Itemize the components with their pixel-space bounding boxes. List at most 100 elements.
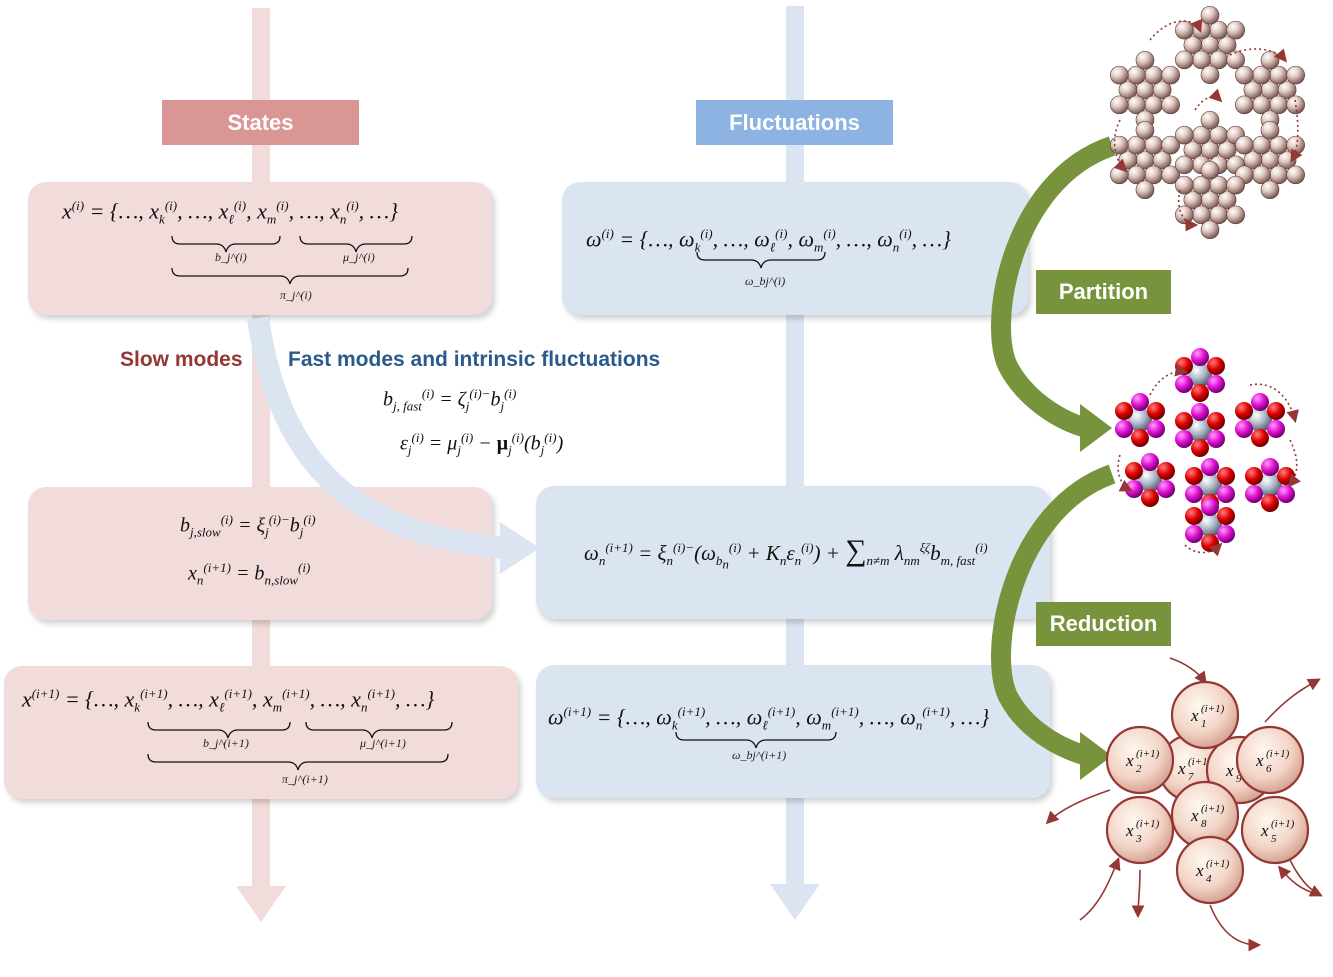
fluct-update-eq: ωn(i+1) = ξn(i)−(ωbn(i) + Knεn(i)) + ∑n≠… bbox=[584, 534, 988, 572]
ligand-atom bbox=[1245, 467, 1263, 485]
slow-x-eq: xn(i+1) = bn,slow(i) bbox=[188, 560, 311, 588]
atom bbox=[1110, 95, 1129, 115]
node-label-superscript: (i+1) bbox=[1188, 756, 1212, 768]
ligand-atom bbox=[1207, 430, 1225, 448]
ligand-atom bbox=[1191, 384, 1209, 402]
ligand-atom bbox=[1267, 402, 1285, 420]
states-header: States bbox=[162, 100, 359, 145]
atom bbox=[1152, 80, 1172, 100]
ligand-atom bbox=[1175, 430, 1193, 448]
ligand-atom bbox=[1185, 525, 1203, 543]
ligand-atom bbox=[1217, 467, 1235, 485]
ligand-atom bbox=[1277, 485, 1295, 503]
atom bbox=[1152, 150, 1172, 170]
atom bbox=[1217, 190, 1237, 210]
node-label: x bbox=[1195, 861, 1204, 880]
atom bbox=[1217, 35, 1237, 55]
ligand-atom bbox=[1251, 393, 1269, 411]
partition-arrow bbox=[991, 136, 1116, 438]
ligand-atom bbox=[1191, 403, 1209, 421]
brace-b-i: b_j^(i) bbox=[215, 250, 247, 264]
ligand-atom bbox=[1201, 458, 1219, 476]
external-arrow bbox=[1131, 869, 1145, 919]
ligand-atom bbox=[1125, 462, 1143, 480]
atom bbox=[1226, 20, 1245, 40]
ligand-atom bbox=[1175, 375, 1193, 393]
atom bbox=[1260, 120, 1280, 140]
atom bbox=[1175, 50, 1194, 70]
ligand-atom bbox=[1217, 485, 1235, 503]
node-label-superscript: (i+1) bbox=[1266, 748, 1290, 760]
ligand-atom bbox=[1115, 420, 1133, 438]
partition-tag: Partition bbox=[1036, 270, 1171, 314]
atom bbox=[1183, 140, 1203, 160]
node-label-superscript: (i+1) bbox=[1271, 818, 1295, 830]
node-label-superscript: (i+1) bbox=[1201, 803, 1225, 815]
fast-modes-label: Fast modes and intrinsic fluctuations bbox=[288, 348, 661, 371]
node-label-superscript: (i+1) bbox=[1206, 858, 1230, 870]
atom bbox=[1226, 175, 1245, 195]
ligand-atom bbox=[1115, 402, 1133, 420]
atom bbox=[1286, 95, 1305, 115]
ligand-atom bbox=[1217, 507, 1235, 525]
flow-arrow bbox=[1149, 18, 1203, 41]
states-i-box bbox=[28, 182, 492, 315]
external-arrow bbox=[1209, 904, 1262, 952]
ligand-atom bbox=[1207, 412, 1225, 430]
atom bbox=[1175, 175, 1194, 195]
flow-arrow bbox=[1113, 119, 1128, 173]
node-label-superscript: (i+1) bbox=[1136, 818, 1160, 830]
flow-arrow bbox=[1184, 542, 1223, 557]
flow-arrow bbox=[1288, 439, 1301, 488]
node-label-subscript: 6 bbox=[1266, 763, 1272, 775]
atom bbox=[1175, 155, 1194, 175]
atom bbox=[1235, 95, 1254, 115]
atom bbox=[1135, 180, 1155, 200]
external-arrow bbox=[1079, 857, 1121, 921]
ligand-atom bbox=[1251, 429, 1269, 447]
atom bbox=[1286, 165, 1305, 185]
atom bbox=[1161, 95, 1180, 115]
brace-mu-next: μ_j^(i+1) bbox=[360, 736, 406, 750]
node-label: x bbox=[1255, 751, 1264, 770]
external-arrow bbox=[1264, 678, 1321, 723]
atom bbox=[1226, 205, 1245, 225]
ligand-atom bbox=[1157, 480, 1175, 498]
node-label: x bbox=[1190, 706, 1199, 725]
atom bbox=[1183, 190, 1203, 210]
ligand-atom bbox=[1147, 402, 1165, 420]
flow-arrow bbox=[1229, 48, 1288, 63]
node-label: x bbox=[1125, 751, 1134, 770]
node-label-subscript: 5 bbox=[1271, 833, 1277, 845]
core-atom bbox=[1188, 363, 1212, 387]
flow-arrow bbox=[1149, 363, 1189, 396]
atom bbox=[1200, 160, 1220, 180]
fluct-axis-arrowhead bbox=[770, 884, 820, 920]
node-label-subscript: 8 bbox=[1201, 818, 1207, 830]
node-label-superscript: (i+1) bbox=[1201, 703, 1225, 715]
fast-modes-arrow bbox=[247, 316, 506, 559]
atom bbox=[1135, 120, 1155, 140]
fluct-i-box bbox=[562, 182, 1028, 315]
ligand-atom bbox=[1261, 458, 1279, 476]
core-atom bbox=[1128, 408, 1152, 432]
brace-omega-i: ω_bj^(i) bbox=[745, 274, 786, 288]
atom bbox=[1200, 220, 1220, 240]
atom bbox=[1200, 5, 1220, 25]
atom bbox=[1200, 65, 1220, 85]
node-label-subscript: 7 bbox=[1188, 771, 1194, 783]
atom bbox=[1110, 65, 1129, 85]
node-label: x bbox=[1177, 759, 1186, 778]
reduction-arrow bbox=[991, 464, 1116, 766]
states-next-eq: x(i+1) = {…, xk(i+1), …, xℓ(i+1), xm(i+1… bbox=[22, 686, 435, 715]
atom bbox=[1161, 135, 1180, 155]
